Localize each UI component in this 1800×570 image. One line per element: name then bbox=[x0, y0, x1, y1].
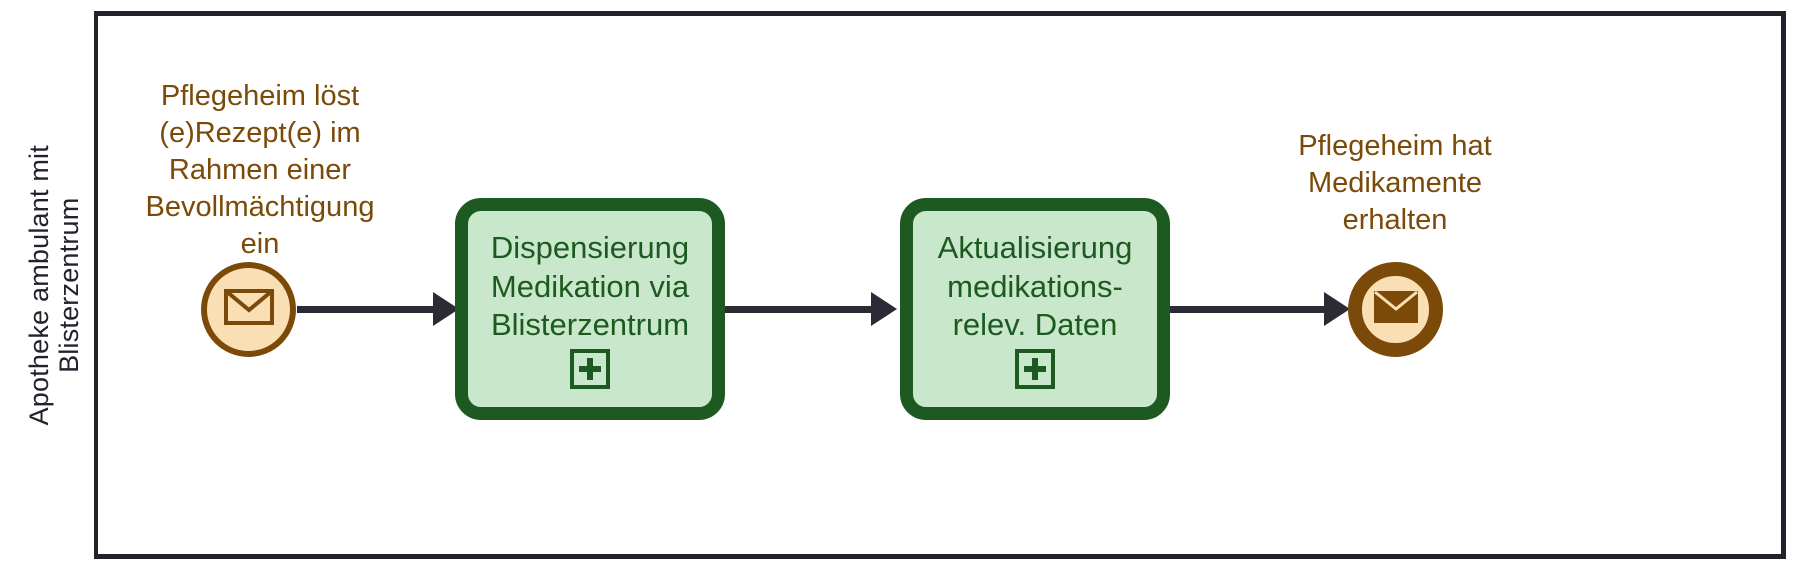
lane-label-line-1: Apotheke ambulant mit bbox=[23, 144, 54, 426]
lane-label-line-2: Blisterzentrum bbox=[54, 197, 85, 373]
lane-header: Apotheke ambulant mit Blisterzentrum bbox=[14, 11, 98, 559]
sub-process-plus-marker-icon bbox=[1015, 348, 1055, 389]
end-event[interactable] bbox=[1348, 262, 1443, 357]
sequence-flow-2 bbox=[725, 306, 875, 313]
sequence-flow-3-arrowhead bbox=[1324, 292, 1350, 326]
sub-process-plus-marker-icon bbox=[570, 348, 610, 389]
envelope-filled-icon bbox=[1373, 290, 1418, 328]
end-event-label: Pflegeheim hat Medikamente erhalten bbox=[1298, 130, 1492, 237]
lane-label: Apotheke ambulant mit Blisterzentrum bbox=[24, 145, 84, 425]
task-dispensierung[interactable]: Dispensierung Medikation via Blisterzent… bbox=[455, 198, 725, 420]
sequence-flow-1-arrowhead bbox=[433, 292, 459, 326]
sequence-flow-1 bbox=[297, 306, 437, 313]
start-event[interactable] bbox=[201, 262, 296, 357]
task-aktualisierung-label: Aktualisierung medikations- relev. Daten bbox=[937, 230, 1133, 343]
sequence-flow-3 bbox=[1170, 306, 1328, 313]
envelope-outline-icon bbox=[223, 289, 274, 330]
task-dispensierung-label: Dispensierung Medikation via Blisterzent… bbox=[490, 230, 690, 343]
start-event-label: Pflegeheim löst (e)Rezept(e) im Rahmen e… bbox=[145, 80, 375, 261]
task-aktualisierung[interactable]: Aktualisierung medikations- relev. Daten bbox=[900, 198, 1170, 420]
sequence-flow-2-arrowhead bbox=[871, 292, 897, 326]
